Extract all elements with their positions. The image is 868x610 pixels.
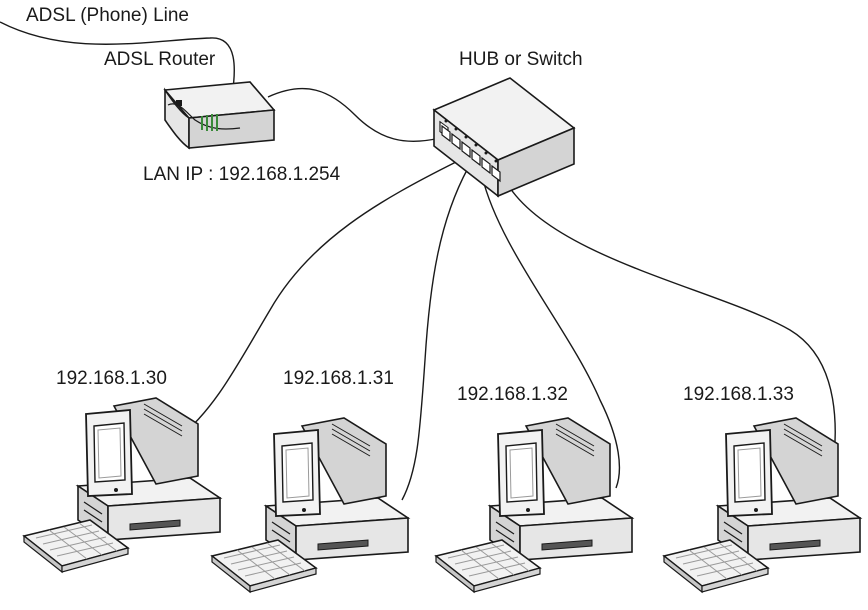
hub-to-pc0-cable [177,161,457,439]
computer-1 [23,397,221,573]
computer-1-ip-label: 192.168.1.30 [56,368,167,389]
hub-to-pc2-cable [481,175,621,489]
hub-to-pc3-cable [509,187,836,489]
computer-2 [211,417,409,593]
hub-to-pc1-cable [401,167,469,501]
hub-switch-device [432,77,576,198]
computer-2-ip-label: 192.168.1.31 [283,368,394,389]
adsl-router-label: ADSL Router [104,49,216,70]
computer-4-ip-label: 192.168.1.33 [683,384,794,405]
adsl-line-label: ADSL (Phone) Line [26,5,190,26]
router-to-hub-cable [267,87,441,142]
lan-ip-label: LAN IP : 192.168.1.254 [143,164,341,185]
computer-4 [663,417,861,593]
adsl-line-cable [0,21,236,97]
computer-3 [435,417,633,593]
computer-3-ip-label: 192.168.1.32 [457,384,568,405]
adsl-router-device [163,81,276,150]
hub-switch-label: HUB or Switch [459,49,583,70]
